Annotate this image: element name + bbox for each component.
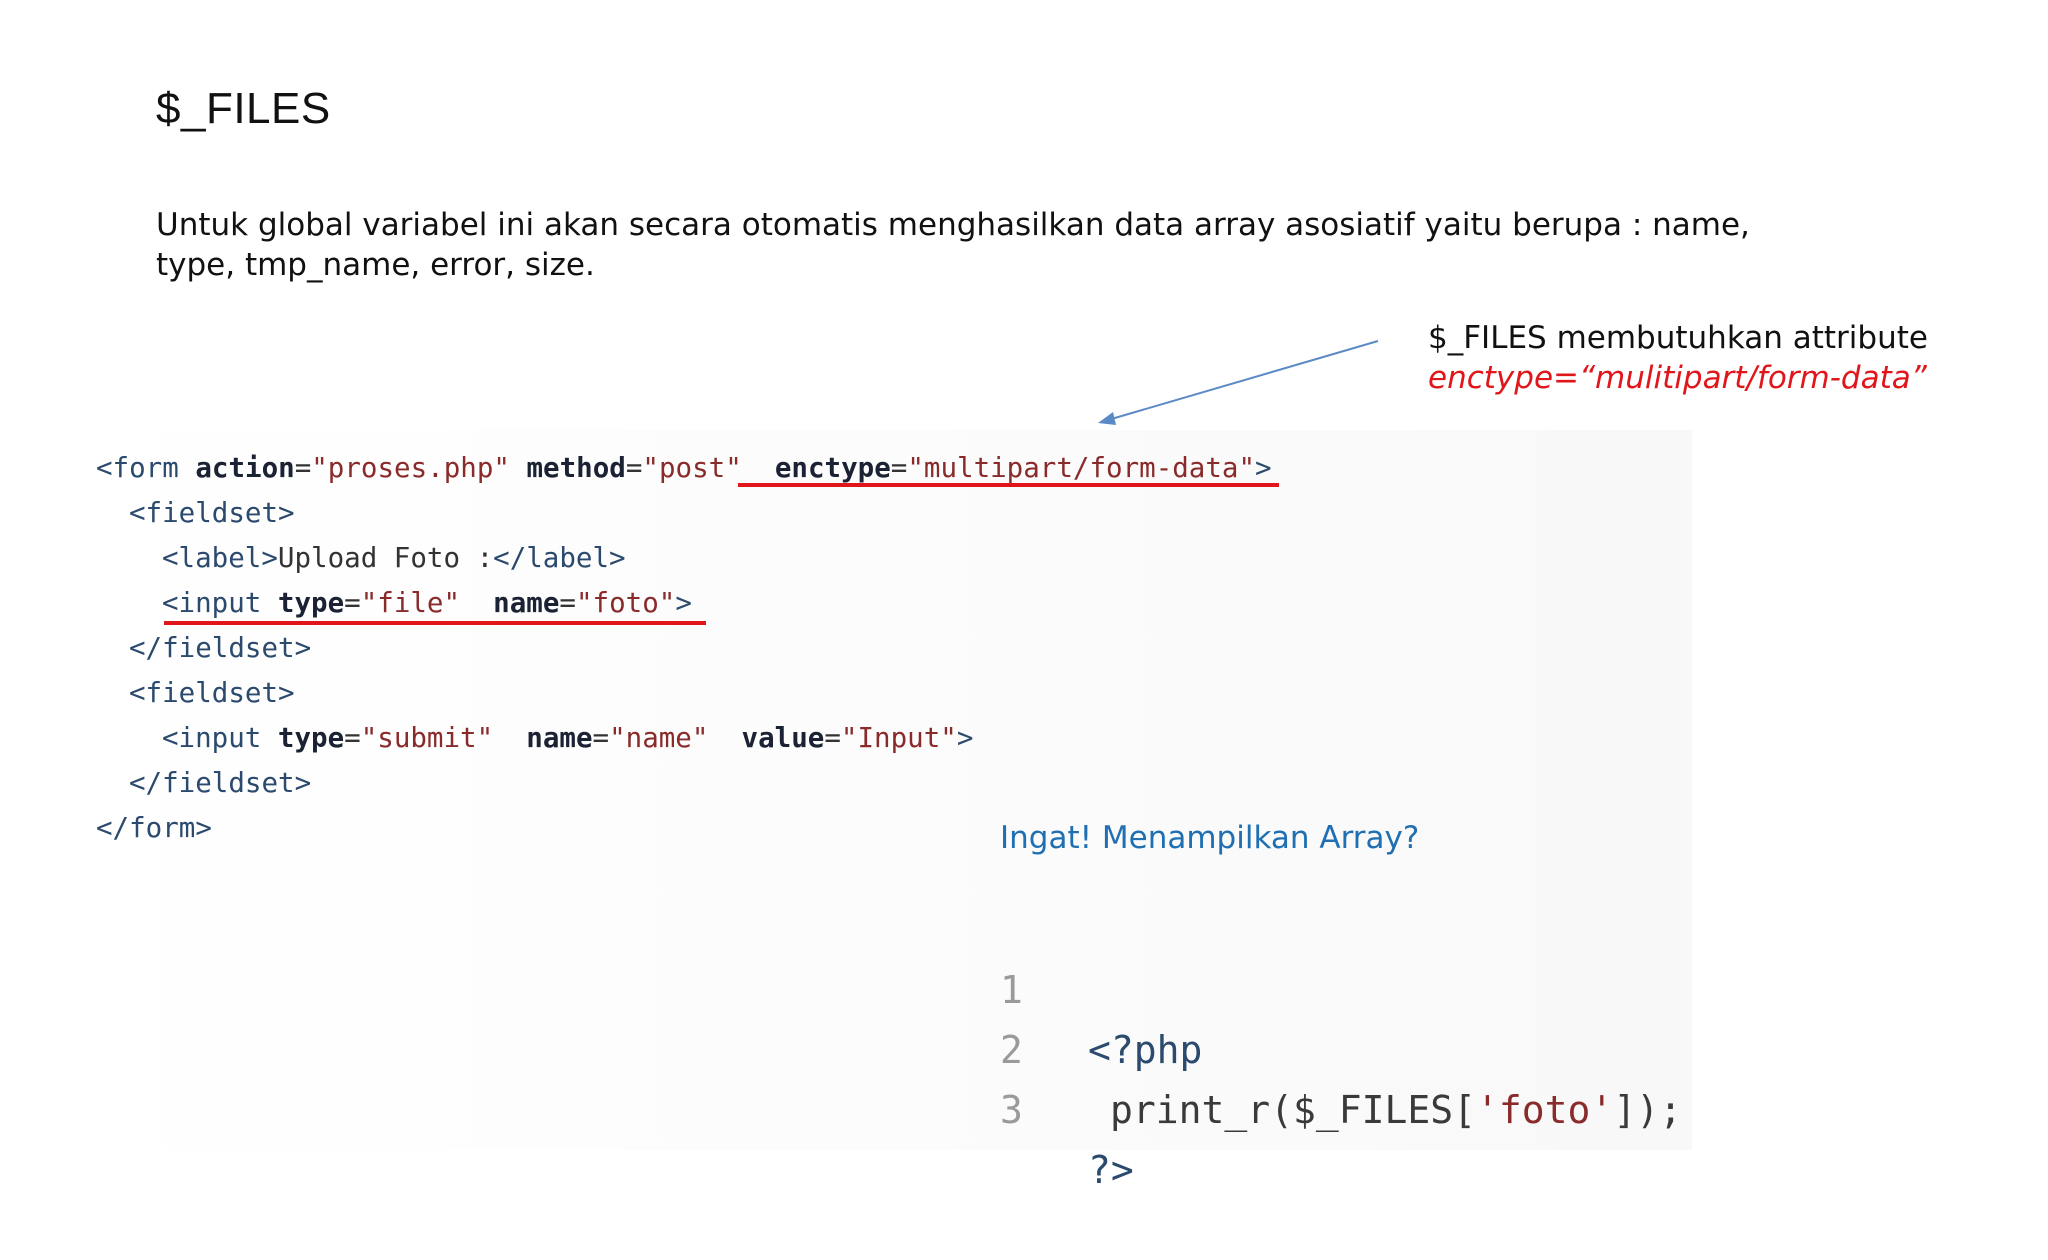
slide: $_FILES Untuk global variabel ini akan s… — [72, 84, 2028, 1192]
enctype-note: $_FILES membutuhkan attribute enctype=“m… — [1428, 318, 2028, 398]
code-line-4: <input type="file" name="foto"> — [162, 587, 692, 619]
php-line-1: 1 <?php — [1000, 900, 1202, 1072]
php-line-2: 2 print_r($_FILES['foto']); — [1000, 960, 1682, 1132]
enctype-underline — [738, 483, 1279, 487]
reminder-heading: Ingat! Menampilkan Array? — [1000, 820, 1420, 856]
code-line-5: </fieldset> — [129, 632, 312, 664]
slide-title: $_FILES — [156, 84, 331, 133]
code-line-1: <form action="proses.php" method="post" … — [96, 452, 1272, 484]
note-line1: $_FILES membutuhkan attribute — [1428, 320, 1928, 356]
code-line-3: <label>Upload Foto :</label> — [162, 542, 626, 574]
line-number: 3 — [1000, 1088, 1023, 1132]
code-screenshot-background — [72, 430, 1692, 1150]
line-number: 1 — [1000, 968, 1023, 1012]
php-line-3: 3 ?> — [1000, 1020, 1137, 1192]
note-line2: enctype=“mulitipart/form-data” — [1428, 360, 1927, 396]
code-line-8: </fieldset> — [129, 767, 312, 799]
line-number: 2 — [1000, 1028, 1023, 1072]
code-line-7: <input type="submit" name="name" value="… — [162, 722, 974, 754]
file-input-underline — [164, 621, 706, 625]
slide-description: Untuk global variabel ini akan secara ot… — [156, 207, 1750, 283]
code-line-2: <fieldset> — [129, 497, 295, 529]
code-line-9: </form> — [96, 812, 212, 844]
code-line-6: <fieldset> — [129, 677, 295, 709]
